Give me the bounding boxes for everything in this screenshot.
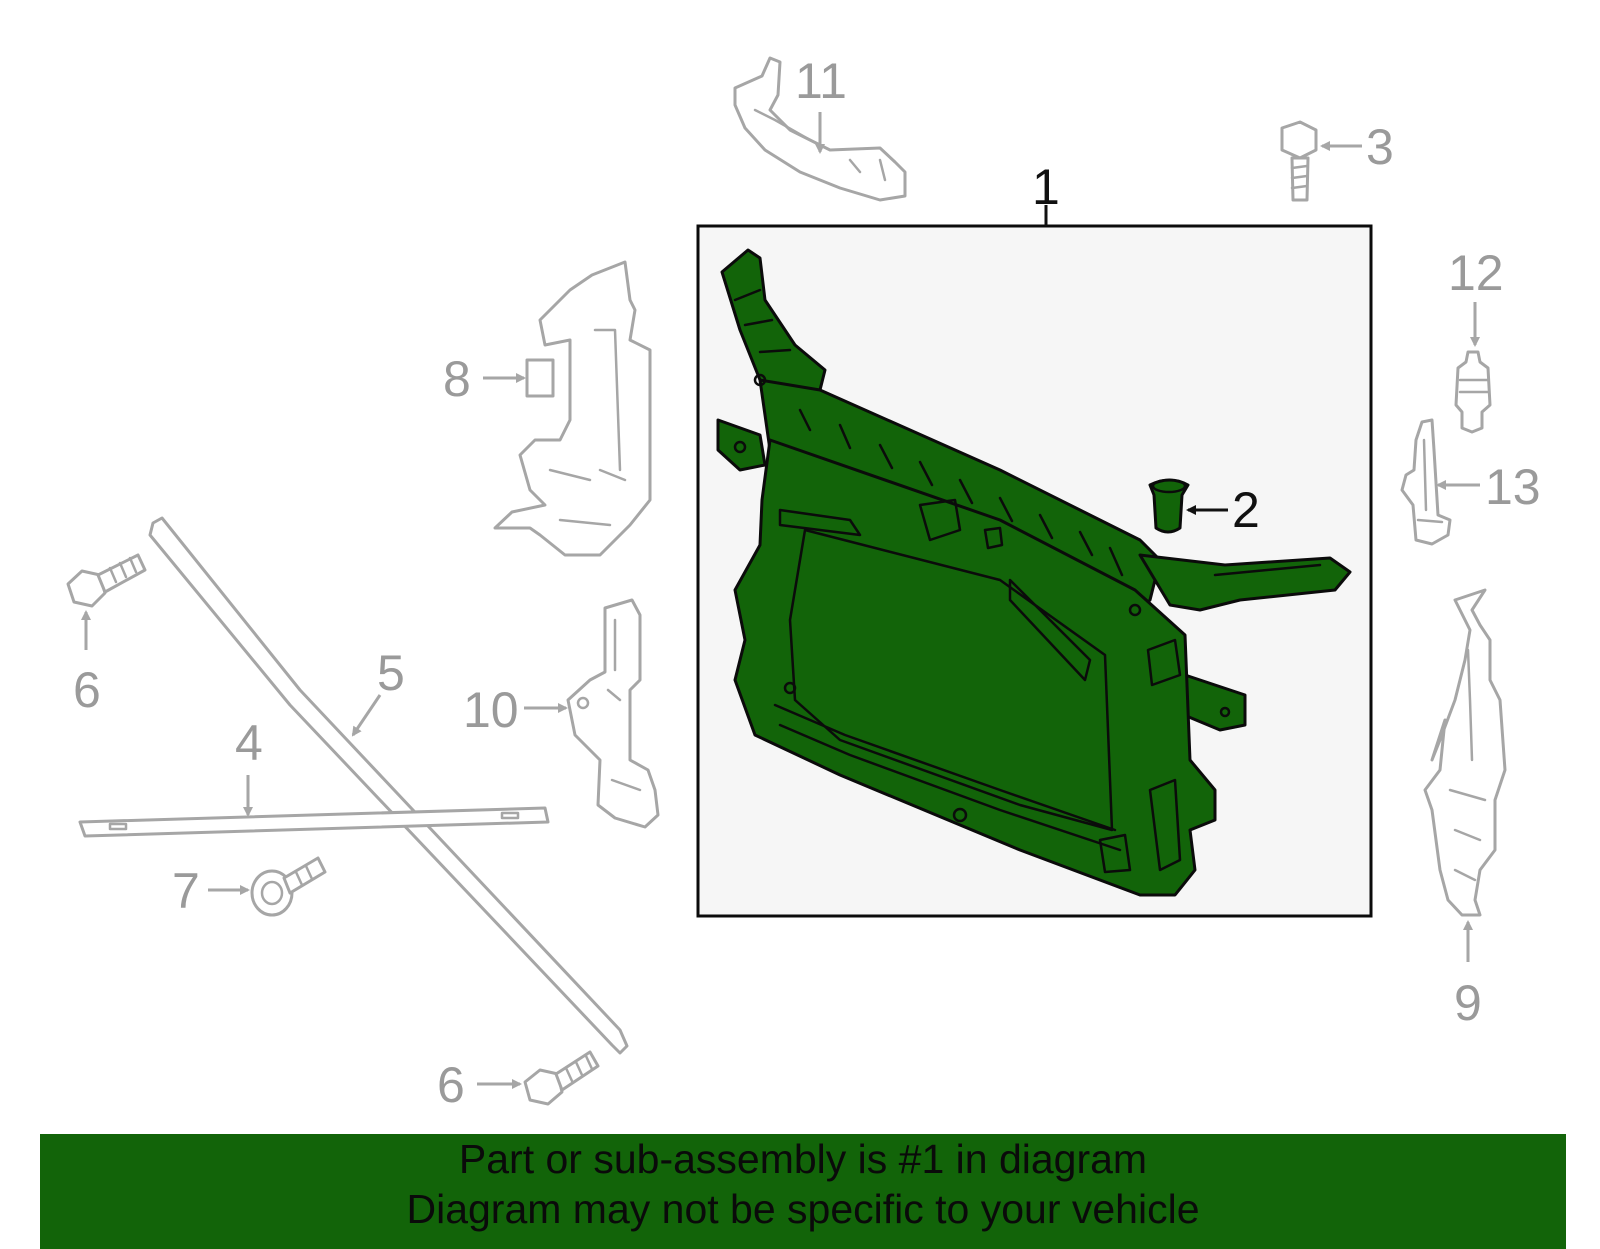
callout-9-label: 9 [1454, 975, 1482, 1031]
banner-line-1: Part or sub-assembly is #1 in diagram [458, 1136, 1148, 1182]
callout-2-label: 2 [1232, 482, 1260, 538]
callout-4-label: 4 [235, 715, 263, 771]
part-6-bolt-upper[interactable] [66, 553, 147, 608]
radiator-support-part-1[interactable] [716, 248, 1352, 897]
callout-10-label: 10 [463, 682, 519, 738]
banner-line-2: Diagram may not be specific to your vehi… [406, 1186, 1200, 1232]
part-6-bolt-lower[interactable] [523, 1050, 600, 1106]
part-7-screw[interactable] [250, 856, 327, 917]
radiator-support-assembly-group: 1 [696, 159, 1373, 918]
callout-11-label: 11 [795, 53, 847, 109]
callout-6b-label: 6 [437, 1057, 465, 1113]
callout-13-label: 13 [1485, 459, 1541, 515]
callout-5-label: 5 [377, 645, 405, 701]
callout-5-leader [351, 694, 382, 737]
callout-12-label: 12 [1448, 245, 1504, 301]
part-4-seal-strip[interactable] [78, 806, 550, 838]
part-8-air-guide[interactable] [493, 260, 652, 557]
callout-8-label: 8 [443, 351, 471, 407]
callout-6a-label: 6 [73, 662, 101, 718]
callout-7-label: 7 [172, 863, 200, 919]
part-9-tall-bracket[interactable] [1423, 588, 1507, 917]
part-13-bracket[interactable] [1400, 418, 1452, 546]
part-2-grommet[interactable] [1148, 478, 1190, 534]
part-11-upper-bracket[interactable] [733, 56, 907, 202]
callout-3-label: 3 [1366, 119, 1394, 175]
part-5-seal-strip[interactable] [148, 516, 629, 1055]
part-10-side-bracket[interactable] [566, 598, 660, 829]
part-12-clip[interactable] [1454, 350, 1492, 434]
callout-1-label: 1 [1032, 159, 1060, 215]
part-3-bolt[interactable] [1280, 120, 1318, 202]
info-banner: Part or sub-assembly is #1 in diagram Di… [40, 1134, 1566, 1249]
